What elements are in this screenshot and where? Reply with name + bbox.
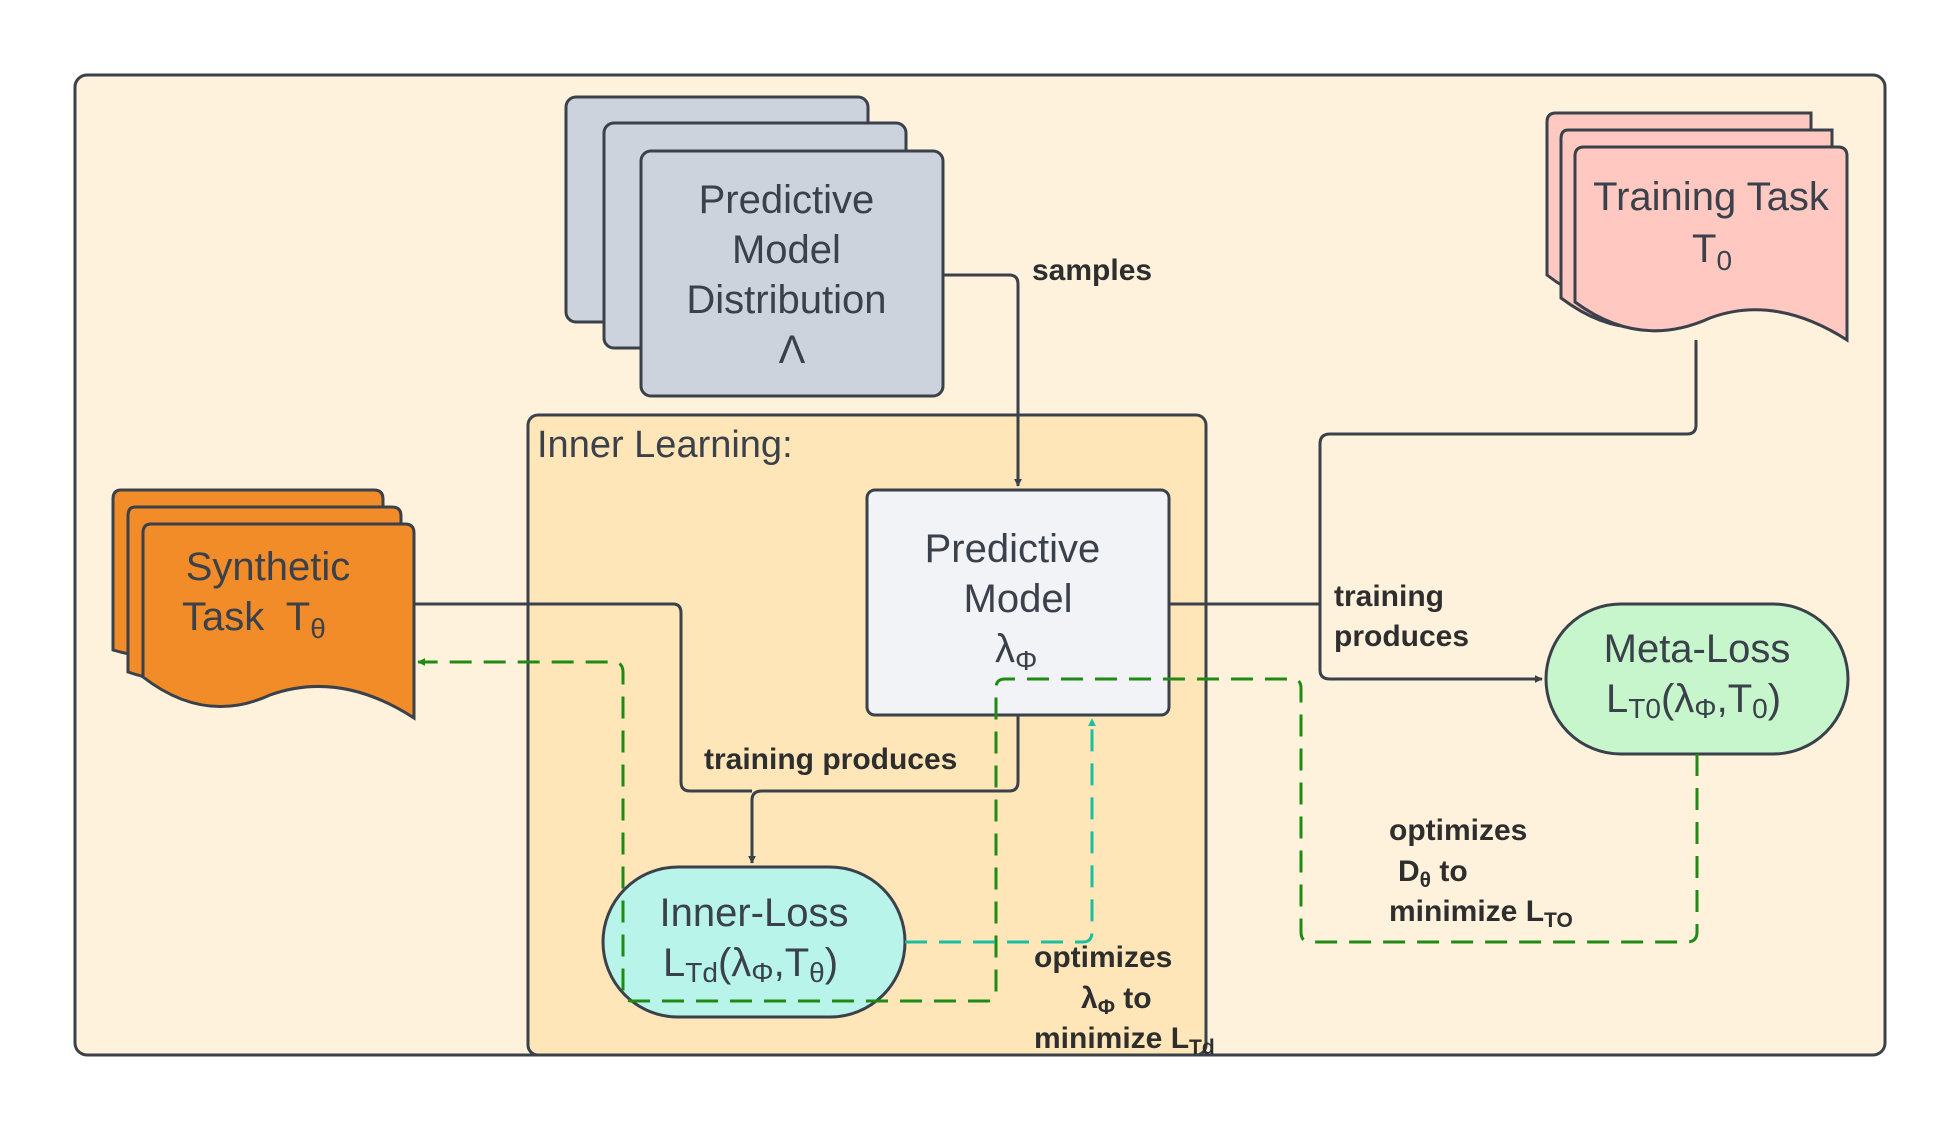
inner-loss-node xyxy=(601,865,907,1019)
edge-training-task-to-meta-loss xyxy=(1318,340,1698,683)
training-task-symbol: T0 xyxy=(1692,227,1732,276)
synthetic-task-text: Synthetic xyxy=(186,545,351,589)
training-task-stack xyxy=(1545,111,1849,343)
synthetic-task-symbol: Task Tθ xyxy=(182,595,326,644)
label-optimizes-l-line2: λΦ to xyxy=(1081,982,1152,1019)
edge-meta-loss-optimizes-synthetic xyxy=(417,658,1699,1003)
predictive-model-symbol: λΦ xyxy=(995,627,1037,676)
edge-synthetic-to-inner-loss xyxy=(414,602,752,793)
meta-loss-title: Meta-Loss xyxy=(1604,627,1791,671)
inner-loss-formula: LTd(λΦ,Tθ) xyxy=(663,941,838,988)
edge-inner-loss-optimizes-model xyxy=(905,718,1096,944)
edge-model-to-inner-loss xyxy=(748,715,1020,864)
distribution-stack xyxy=(564,95,945,398)
label-optimizes-l-line3: minimize LTd xyxy=(1034,1022,1215,1059)
predictive-model-text: Predictive Model xyxy=(925,527,1112,621)
label-training-produces-inner: training produces xyxy=(704,743,957,776)
synthetic-task-stack xyxy=(111,488,416,721)
label-optimizes-d: optimizes xyxy=(1389,814,1527,847)
inner-loss-title: Inner-Loss xyxy=(660,891,849,935)
training-task-text: Training Task xyxy=(1593,175,1830,219)
training-task-node xyxy=(1573,145,1849,343)
label-optimizes-d-line2: Dθ to xyxy=(1398,855,1468,892)
label-optimizes-d-line3: minimize LTO xyxy=(1389,895,1573,932)
synthetic-task-node xyxy=(141,522,416,721)
meta-loss-formula: LT0(λΦ,T0) xyxy=(1606,677,1781,724)
label-training-produces-right: training produces xyxy=(1334,580,1469,653)
label-optimizes-l: optimizes xyxy=(1034,941,1172,974)
distribution-text: Predictive Model Distribution Λ xyxy=(686,178,897,372)
label-samples: samples xyxy=(1032,254,1152,287)
inner-learning-label: Inner Learning: xyxy=(537,424,793,466)
edge-samples xyxy=(943,273,1022,487)
